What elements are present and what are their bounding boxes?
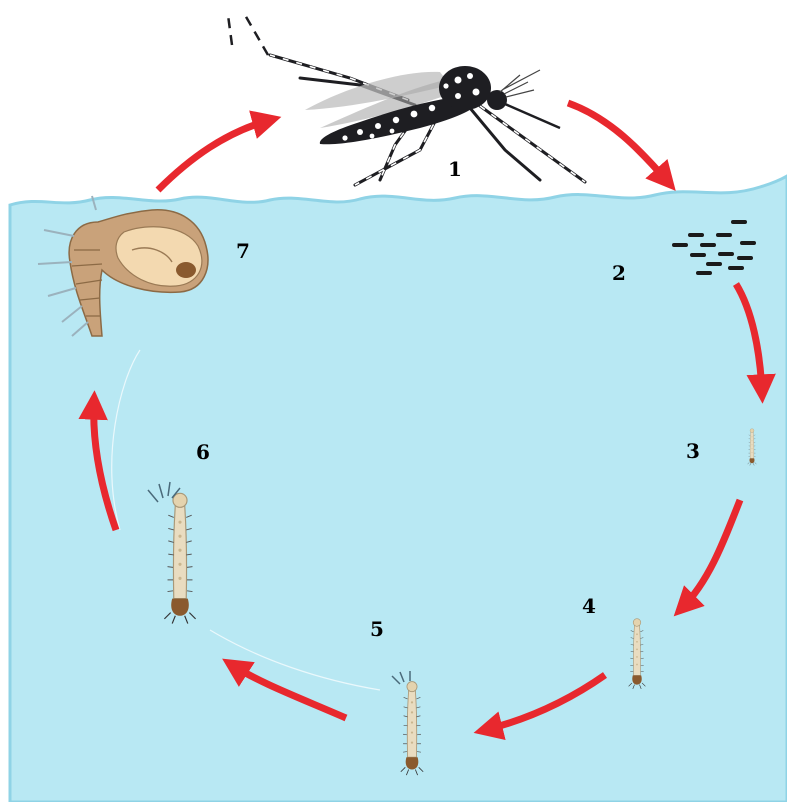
mosquito-adult-icon	[228, 15, 585, 185]
stage-number-3: 3	[686, 439, 700, 463]
stage-number-5: 5	[370, 617, 384, 641]
arrow-1-to-2	[568, 103, 668, 182]
stage-number-4: 4	[582, 594, 596, 618]
stage-number-1: 1	[448, 157, 462, 181]
stage-number-2: 2	[612, 261, 626, 285]
stage-number-7: 7	[236, 239, 250, 263]
arrow-7-to-1	[158, 120, 270, 190]
stage-number-6: 6	[196, 440, 210, 464]
